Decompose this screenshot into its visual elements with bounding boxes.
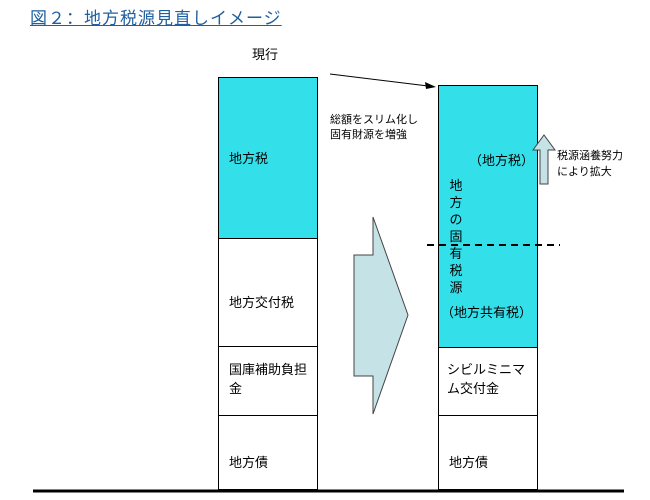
left-bar-local-bond: 地方債 <box>218 415 318 490</box>
left-bar-allocation-tax-label: 地方交付税 <box>229 296 295 311</box>
right-bar-civil-minimum-label: シビルミニマム交付金 <box>447 363 526 397</box>
right-bar-local-bond-label: 地方債 <box>449 456 489 471</box>
left-bar-subsidy: 国庫補助負担金 <box>218 346 318 416</box>
left-bar-local-tax-label: 地方税 <box>229 152 269 167</box>
current-label: 現行 <box>252 48 279 63</box>
left-bar-local-tax: 地方税 <box>218 77 318 239</box>
right-bar-vertical-label: 地方の固有税源 <box>449 179 463 296</box>
middle-note-line2: 固有財源を増強 <box>330 128 407 141</box>
pointer-line <box>329 73 429 87</box>
big-right-arrow <box>353 216 409 415</box>
right-bar-own-tax-source: （地方税） 地方の固有税源 （地方共有税） <box>438 85 538 348</box>
middle-note-line1: 総額をスリム化し <box>330 113 418 126</box>
right-bar-civil-minimum: シビルミニマム交付金 <box>438 347 538 416</box>
right-bar-upper-label: （地方税） <box>469 154 535 169</box>
left-bar-subsidy-label: 国庫補助負担金 <box>229 363 308 397</box>
diagram-title: 図２：地方税源見直しイメージ <box>30 9 282 29</box>
right-bar-lower-label: （地方共有税） <box>441 306 533 321</box>
right-note-line1: 税源涵養努力 <box>557 149 623 162</box>
right-note-line2: により拡大 <box>557 165 612 178</box>
pointer-arrowhead <box>425 82 436 89</box>
up-arrow <box>532 134 556 185</box>
left-bar-local-bond-label: 地方債 <box>229 456 269 471</box>
left-bar-allocation-tax: 地方交付税 <box>218 238 318 347</box>
right-bar-local-bond: 地方債 <box>438 415 538 490</box>
